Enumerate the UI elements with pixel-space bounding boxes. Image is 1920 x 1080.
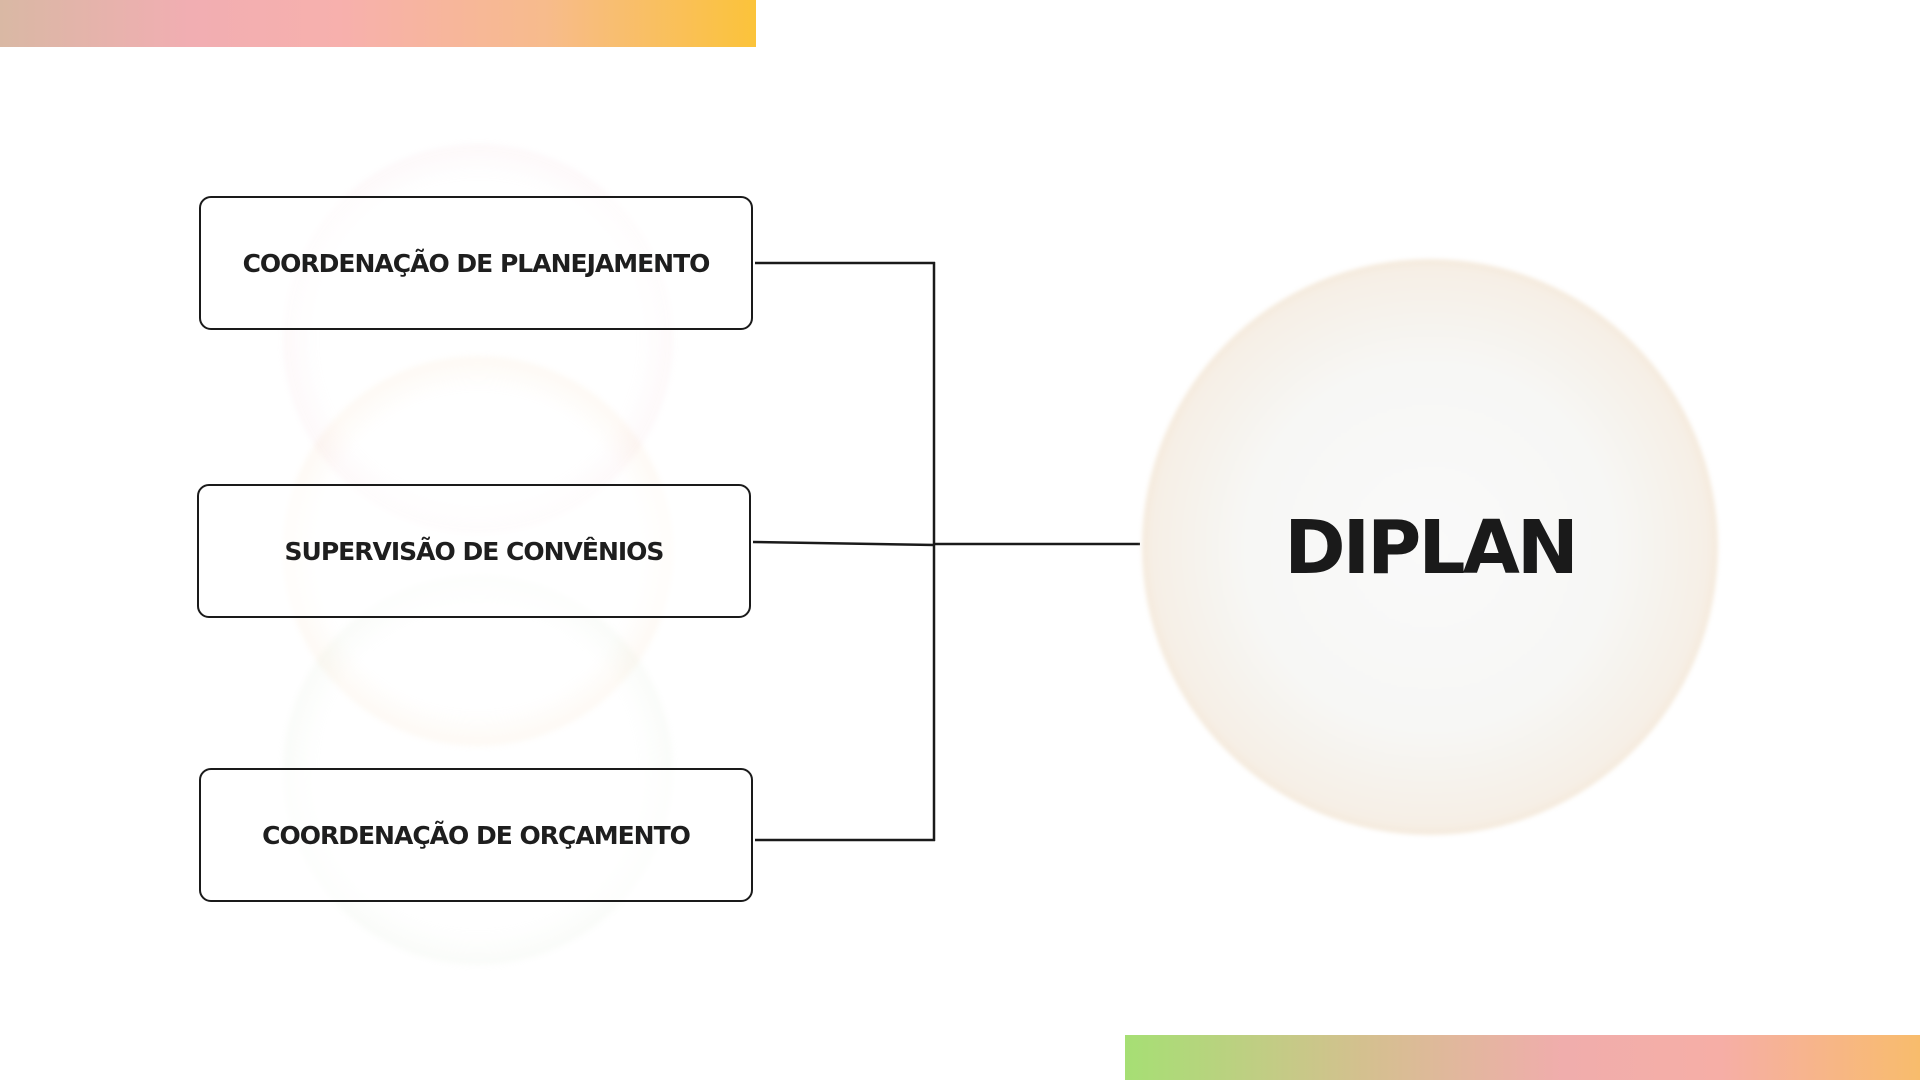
unit-box-planejamento: COORDENAÇÃO DE PLANEJAMENTO xyxy=(199,196,753,330)
top-gradient-band xyxy=(0,0,756,47)
bottom-gradient-band xyxy=(1125,1035,1920,1080)
hub-circle xyxy=(1142,259,1718,835)
connector-convenios xyxy=(752,540,936,547)
unit-label-orcamento: COORDENAÇÃO DE ORÇAMENTO xyxy=(262,820,691,850)
unit-box-convenios: SUPERVISÃO DE CONVÊNIOS xyxy=(197,484,751,618)
unit-box-orcamento: COORDENAÇÃO DE ORÇAMENTO xyxy=(199,768,753,902)
unit-label-planejamento: COORDENAÇÃO DE PLANEJAMENTO xyxy=(242,248,711,278)
hub-label: DIPLAN xyxy=(1284,505,1579,591)
unit-label-convenios: SUPERVISÃO DE CONVÊNIOS xyxy=(284,536,665,566)
